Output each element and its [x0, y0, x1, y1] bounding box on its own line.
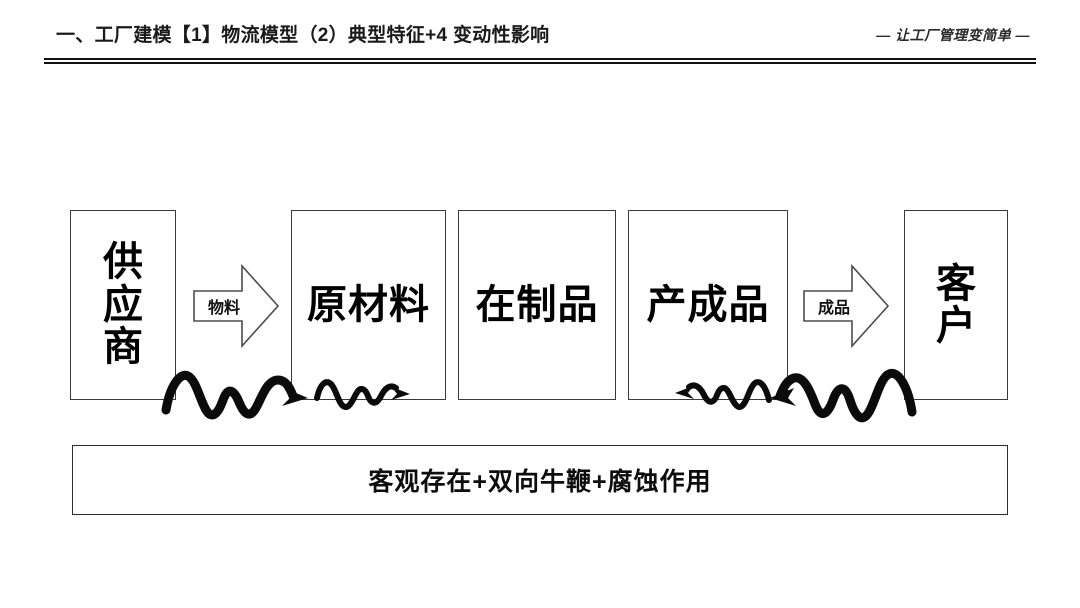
- bullwhip-arrow-right-large-icon: [160, 358, 315, 430]
- stage-label-finished-goods: 产成品: [646, 282, 770, 327]
- flow-arrow-material-label: 物料: [207, 300, 240, 317]
- stage-box-customer[interactable]: 客 户: [904, 210, 1008, 400]
- stage-label-raw-material: 原材料: [307, 282, 430, 327]
- header-divider: [44, 58, 1036, 64]
- stage-box-finished-goods[interactable]: 产成品: [628, 210, 788, 400]
- flow-arrow-finished-product-label: 成品: [817, 300, 850, 317]
- stage-label-supplier: 供 应 商: [103, 240, 143, 370]
- flow-arrow-material[interactable]: 物料: [192, 262, 280, 350]
- summary-bar[interactable]: 客观存在+双向牛鞭+腐蚀作用: [72, 445, 1008, 515]
- stage-label-customer: 客 户: [936, 261, 976, 348]
- header-divider-line-top: [44, 58, 1036, 60]
- flow-arrow-finished-product[interactable]: 成品: [802, 262, 890, 350]
- stage-label-wip: 在制品: [475, 282, 599, 327]
- stage-box-wip[interactable]: 在制品: [458, 210, 616, 400]
- page-title: 一、工厂建模【1】物流模型（2）典型特征+4 变动性影响: [56, 25, 550, 46]
- bullwhip-arrow-right-small-icon: [312, 372, 416, 420]
- stage-box-supplier[interactable]: 供 应 商: [70, 210, 176, 400]
- header-slogan: — 让工厂管理变简单 —: [876, 27, 1030, 43]
- summary-bar-text: 客观存在+双向牛鞭+腐蚀作用: [368, 468, 712, 496]
- bullwhip-arrow-left-small-icon: [668, 370, 774, 418]
- stage-box-raw-material[interactable]: 原材料: [291, 210, 446, 400]
- header-divider-line-bottom: [44, 62, 1036, 64]
- page-header: 一、工厂建模【1】物流模型（2）典型特征+4 变动性影响 — 让工厂管理变简单 …: [0, 0, 1080, 80]
- bullwhip-arrow-left-large-icon: [768, 356, 918, 432]
